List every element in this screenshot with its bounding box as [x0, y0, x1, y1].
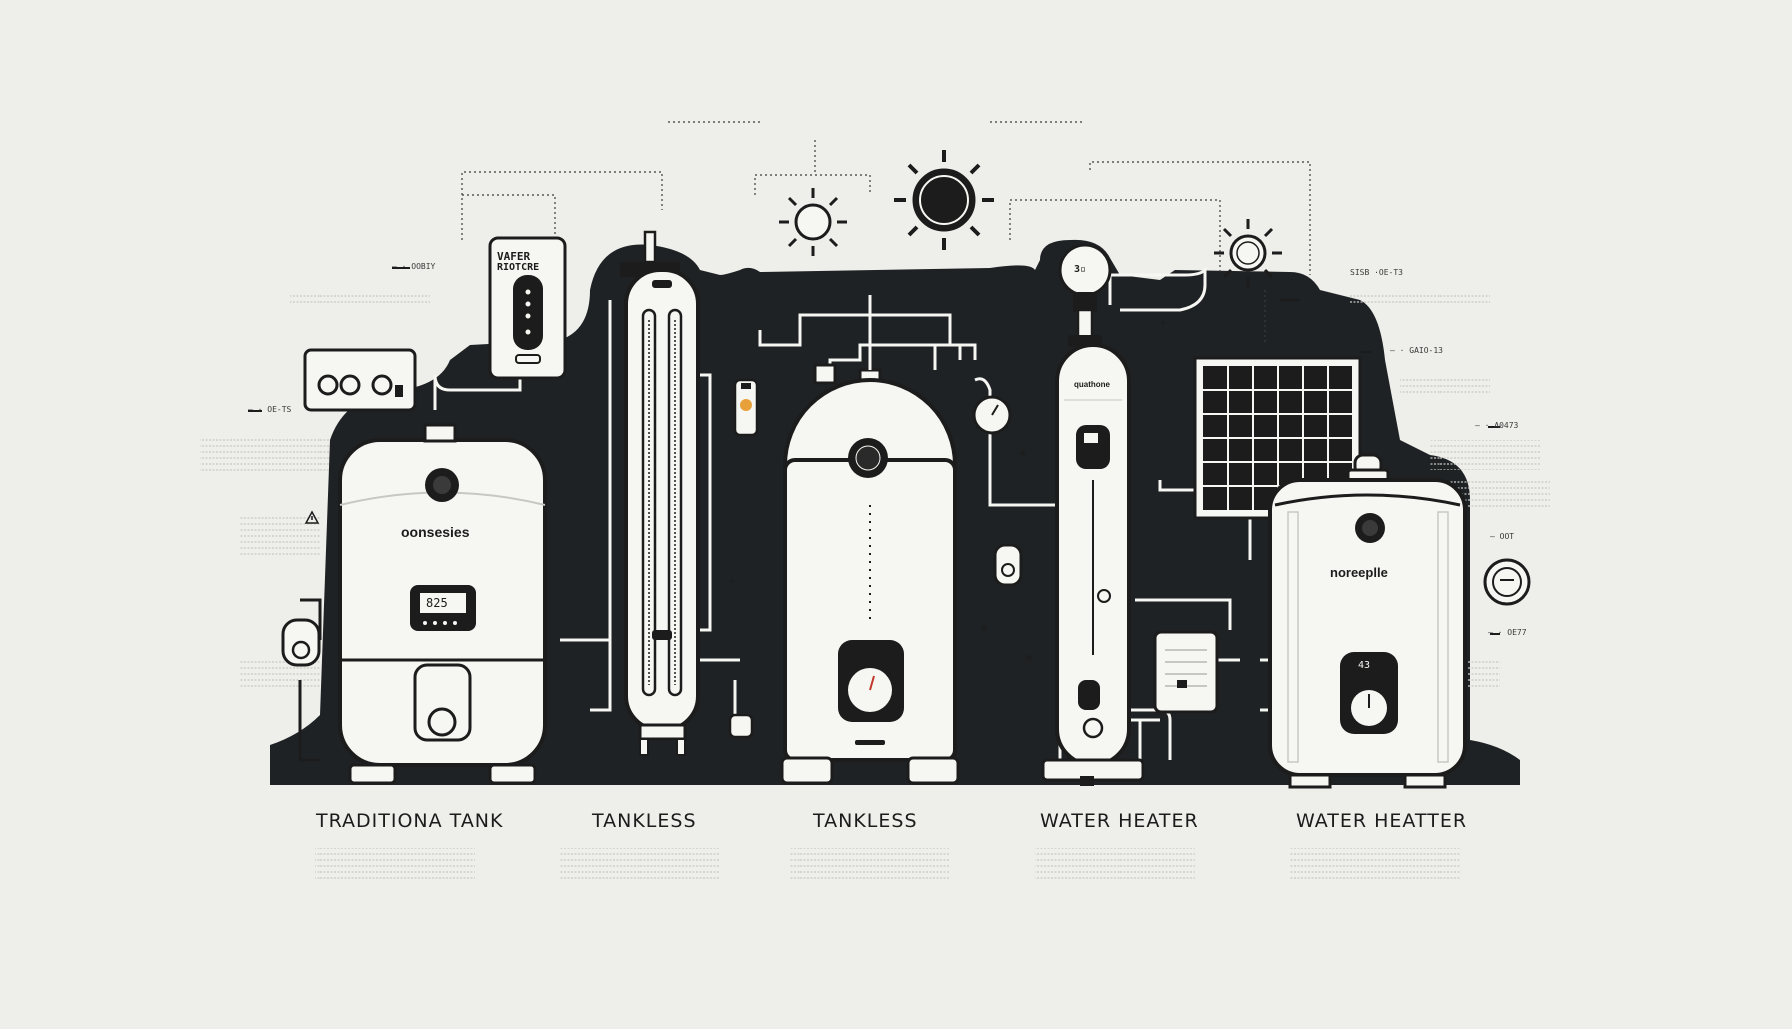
- sun-icon: [779, 188, 847, 256]
- temperature-indicator: [733, 378, 759, 437]
- left-valve-gauge: [281, 618, 321, 667]
- water-heater-tank: [1268, 453, 1467, 789]
- tank5-brand: noreeplle: [1330, 565, 1388, 580]
- column-badge: 3▫: [1074, 264, 1087, 275]
- svg-text:✳: ✳: [1024, 651, 1034, 665]
- column-brand: quathone: [1074, 380, 1110, 389]
- side-note-left-2: — · OE-TS: [248, 405, 292, 414]
- side-note-right-5: — · OE77: [1488, 628, 1527, 637]
- label-tankless-1: TANKLESS: [592, 810, 697, 832]
- tank5-display: 43: [1358, 660, 1371, 671]
- label-water-heater-1: WATER HEATER: [1040, 810, 1199, 832]
- side-note-right-1: SISB ·OE-T3: [1350, 268, 1403, 277]
- sparkle-marks: ✳ ✳ ✳ + +: [727, 316, 1168, 665]
- pressure-gauge: [972, 395, 1012, 435]
- gauge-icon: [1483, 558, 1531, 606]
- sun-icon-large: [894, 150, 994, 250]
- inline-valve: [728, 713, 754, 739]
- water-controller: [488, 236, 567, 380]
- controller-title-1: VAFER: [497, 250, 531, 263]
- tankless-column-1: [620, 230, 700, 756]
- wall-thermostat: [303, 348, 417, 412]
- pipe-gauge-small: [1097, 589, 1111, 603]
- tank1-display: 825: [426, 596, 448, 610]
- side-note-left-1: — · OOBIY: [392, 262, 436, 271]
- side-ticks: [248, 267, 1500, 635]
- traditional-tank-heater: [338, 423, 547, 785]
- side-note-right-3: — · A0473: [1475, 421, 1519, 430]
- label-traditional-tank: TRADITIONA TANK: [316, 810, 504, 832]
- dotted-callout-lines: [461, 121, 1311, 345]
- svg-text:+: +: [727, 574, 737, 588]
- label-water-heater-2: WATER HEATTER: [1296, 810, 1468, 832]
- water-heater-column: [1041, 243, 1145, 786]
- tankless-tank-2: [780, 295, 960, 785]
- svg-text:+: +: [1158, 316, 1168, 330]
- sun-icon-right: [1214, 219, 1282, 287]
- heat-exchanger-box: [1153, 630, 1219, 714]
- svg-text:✳: ✳: [1018, 447, 1028, 461]
- drain-valve: [993, 543, 1023, 587]
- side-note-right-4: — OOT: [1490, 532, 1515, 541]
- warning-icon: [304, 510, 320, 524]
- tank1-brand: oonsesies: [401, 524, 470, 540]
- side-note-right-2: — · GAIO-13: [1390, 346, 1443, 355]
- label-tankless-2: TANKLESS: [813, 810, 918, 832]
- svg-text:✳: ✳: [979, 621, 989, 635]
- controller-title-2: RIOTCRE: [497, 262, 540, 273]
